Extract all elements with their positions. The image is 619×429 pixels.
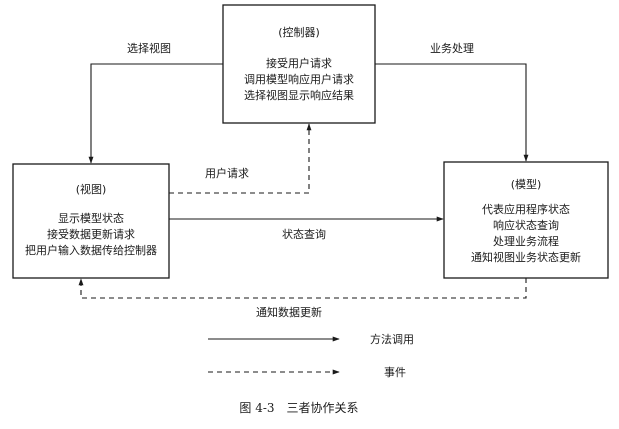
edge-label-business: 业务处理 [430, 42, 474, 55]
model-line: 通知视图业务状态更新 [471, 250, 581, 264]
legend-event-label: 事件 [384, 366, 406, 379]
controller-line: 选择视图显示响应结果 [244, 88, 354, 102]
view-line: 把用户输入数据传给控制器 [25, 243, 157, 257]
model-title: (模型) [511, 177, 542, 191]
view-node: (视图) 显示模型状态 接受数据更新请求 把用户输入数据传给控制器 [12, 163, 170, 279]
edge-label-user-request: 用户请求 [205, 166, 249, 180]
view-line: 显示模型状态 [58, 211, 124, 225]
edge-label-select-view: 选择视图 [127, 41, 171, 55]
edge-notify-update [78, 278, 527, 299]
controller-line: 接受用户请求 [266, 56, 332, 70]
controller-title: (控制器) [278, 25, 320, 39]
model-node: (模型) 代表应用程序状态 响应状态查询 处理业务流程 通知视图业务状态更新 [443, 161, 609, 279]
model-line: 处理业务流程 [493, 234, 559, 248]
legend: 方法调用 事件 [208, 332, 414, 379]
legend-method-call-label: 方法调用 [370, 332, 414, 346]
edge-user-request [169, 123, 312, 194]
view-box [12, 163, 170, 279]
controller-node: (控制器) 接受用户请求 调用模型响应用户请求 选择视图显示响应结果 [222, 4, 376, 124]
edge-label-state-query: 状态查询 [282, 227, 326, 241]
edge-select-view [88, 63, 223, 164]
view-line: 接受数据更新请求 [47, 227, 135, 241]
model-line: 响应状态查询 [493, 218, 559, 232]
model-box [443, 161, 609, 279]
model-line: 代表应用程序状态 [482, 202, 570, 216]
view-title: (视图) [76, 182, 107, 196]
edge-label-notify-update: 通知数据更新 [256, 305, 322, 319]
controller-box [222, 4, 376, 124]
edge-business [375, 63, 529, 162]
controller-line: 调用模型响应用户请求 [244, 72, 354, 86]
figure-caption: 图 4-3 三者协作关系 [239, 400, 358, 415]
